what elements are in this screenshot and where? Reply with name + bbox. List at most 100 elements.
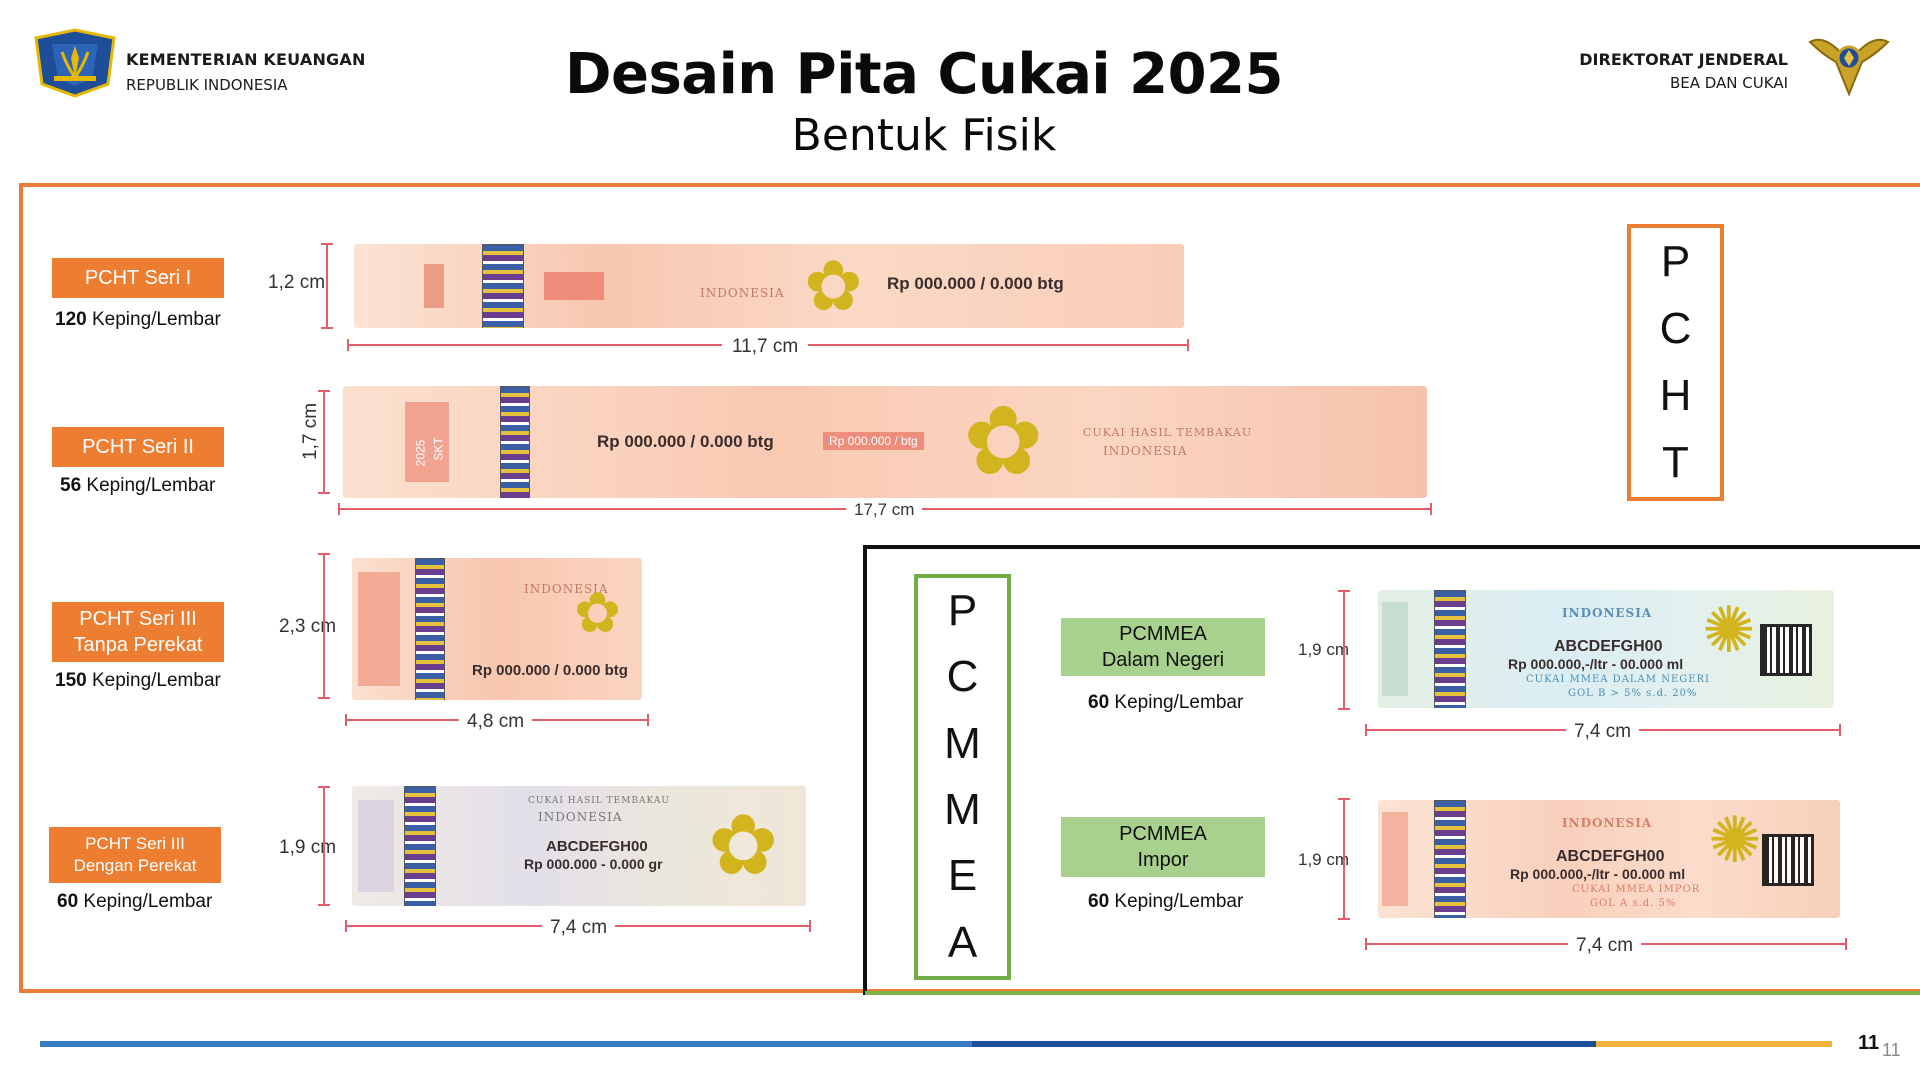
flower-icon: ✺	[1702, 594, 1756, 666]
ministry-name: KEMENTERIAN KEUANGAN	[126, 50, 366, 69]
page-number-ghost: 11	[1882, 1040, 1901, 1060]
flower-icon: ✿	[804, 247, 863, 325]
count-unit: Keping/Lembar	[86, 670, 221, 691]
width-tick	[1365, 724, 1367, 736]
count-number: 120	[55, 309, 87, 330]
pcmmea-letter: M	[944, 718, 981, 768]
pcht-seri-3b-label: PCHT Seri III Dengan Perekat	[49, 827, 221, 883]
count-number: 60	[1088, 692, 1110, 713]
count-unit: Keping/Lembar	[78, 891, 213, 912]
width-tick	[345, 920, 347, 932]
pcmmea-impor-width: 7,4 cm	[1568, 935, 1642, 957]
stamp-country: INDONESIA	[1103, 444, 1188, 458]
width-tick	[1365, 938, 1367, 950]
stamp-caption: CUKAI HASIL TEMBAKAU	[1083, 426, 1253, 439]
pcmmea-letter: A	[947, 917, 978, 967]
stamp-price: Rp 000.000 / 0.000 btg	[597, 432, 774, 451]
security-strip	[482, 244, 524, 328]
pcht-seri-2-height: 1,7 cm	[300, 402, 321, 460]
page-number: 11	[1858, 1032, 1880, 1054]
height-tick	[1338, 918, 1350, 920]
footer-bar-blue-dark	[972, 1041, 1596, 1047]
height-line	[323, 390, 325, 494]
count-number: 56	[60, 475, 82, 496]
bea-cukai-emblem-icon	[1808, 38, 1890, 97]
pcht-seri-3b-count: 60 Keping/Lembar	[57, 891, 212, 913]
label-line: Tanpa Perekat	[73, 634, 203, 656]
height-tick	[1338, 798, 1350, 800]
stamp-price: Rp 000.000 / 0.000 btg	[472, 662, 628, 679]
stamp-code: ABCDEFGH00	[1554, 638, 1663, 655]
directorate-name: DIREKTORAT JENDERAL	[1579, 50, 1788, 69]
pcht-vertical-label: P C H T	[1627, 224, 1724, 501]
pcht-seri-3a-width: 4,8 cm	[459, 711, 533, 733]
security-strip	[415, 558, 445, 700]
count-unit: Keping/Lembar	[81, 475, 216, 496]
height-line	[1343, 590, 1345, 710]
width-tick	[345, 714, 347, 726]
stamp-note: CUKAI MMEA DALAM NEGERI	[1526, 674, 1711, 685]
pcmmea-dn-count: 60 Keping/Lembar	[1088, 692, 1243, 714]
pcmmea-letter: C	[946, 652, 979, 702]
security-strip	[1434, 800, 1466, 918]
count-number: 60	[1088, 891, 1110, 912]
pcmmea-section-frame	[863, 545, 1920, 995]
pcht-seri-3b-stamp: CUKAI HASIL TEMBAKAU INDONESIA ABCDEFGH0…	[352, 786, 806, 906]
pcht-seri-2-stamp: 2025 SKT Rp 000.000 / 0.000 btg Rp 000.0…	[343, 386, 1427, 498]
height-line	[326, 243, 328, 329]
label-line: PCHT Seri II	[82, 436, 194, 458]
count-unit: Keping/Lembar	[1109, 891, 1244, 912]
qr-code-icon	[1762, 834, 1814, 886]
directorate-unit: BEA DAN CUKAI	[1669, 74, 1788, 92]
height-tick	[1338, 590, 1350, 592]
height-tick	[318, 904, 330, 906]
width-tick	[347, 339, 349, 351]
pcht-seri-3b-height: 1,9 cm	[279, 837, 337, 858]
pcht-letter: C	[1659, 303, 1692, 353]
label-line: Dalam Negeri	[1101, 649, 1225, 671]
ministry-country: REPUBLIK INDONESIA	[126, 76, 288, 94]
flower-icon: ✿	[574, 581, 621, 644]
stamp-code: SKT	[431, 437, 446, 461]
code-block: 2025 SKT	[405, 402, 449, 482]
count-unit: Keping/Lembar	[86, 309, 221, 330]
width-tick	[809, 920, 811, 932]
price-chip	[544, 272, 604, 300]
pcht-letter: T	[1662, 438, 1689, 488]
height-tick	[318, 492, 330, 494]
page-title: Desain Pita Cukai 2025	[565, 42, 1283, 107]
count-number: 60	[57, 891, 79, 912]
pcht-seri-2-label: PCHT Seri II	[52, 427, 224, 467]
pcmmea-frame-bottom-border	[865, 991, 1920, 995]
stamp-code: ABCDEFGH00	[546, 838, 648, 855]
qr-code-icon	[1760, 624, 1812, 676]
width-tick	[1845, 938, 1847, 950]
stamp-caption: CUKAI HASIL TEMBAKAU	[528, 796, 670, 806]
width-tick	[338, 503, 340, 515]
stamp-note: GOL A s.d. 5%	[1590, 898, 1677, 909]
height-line	[323, 786, 325, 906]
security-strip	[500, 386, 530, 498]
stamp-country: INDONESIA	[538, 810, 623, 824]
page-subtitle: Bentuk Fisik	[791, 110, 1057, 161]
flower-icon: ✿	[708, 798, 779, 892]
stamp-price: Rp 000.000,-/ltr - 00.000 ml	[1510, 866, 1686, 882]
pcmmea-letter: M	[944, 785, 981, 835]
pcht-seri-1-width: 11,7 cm	[722, 336, 809, 358]
height-tick	[318, 553, 330, 555]
label-line: PCHT Seri I	[84, 267, 192, 289]
width-tick	[1430, 503, 1432, 515]
height-tick	[321, 243, 333, 245]
security-strip	[404, 786, 436, 906]
pcht-seri-3a-stamp: INDONESIA ✿ Rp 000.000 / 0.000 btg	[352, 558, 642, 700]
price-chip: Rp 000.000 / btg	[823, 432, 924, 450]
flower-icon: ✺	[1708, 804, 1762, 876]
pcmmea-dn-stamp: INDONESIA ABCDEFGH00 Rp 000.000,-/ltr - …	[1378, 590, 1834, 708]
width-tick	[1187, 339, 1189, 351]
height-tick	[318, 390, 330, 392]
stamp-year: 2025	[413, 439, 428, 467]
height-tick	[318, 786, 330, 788]
label-line: PCHT Seri III	[79, 608, 197, 630]
code-block	[358, 572, 400, 686]
flower-icon: ✿	[963, 388, 1044, 495]
